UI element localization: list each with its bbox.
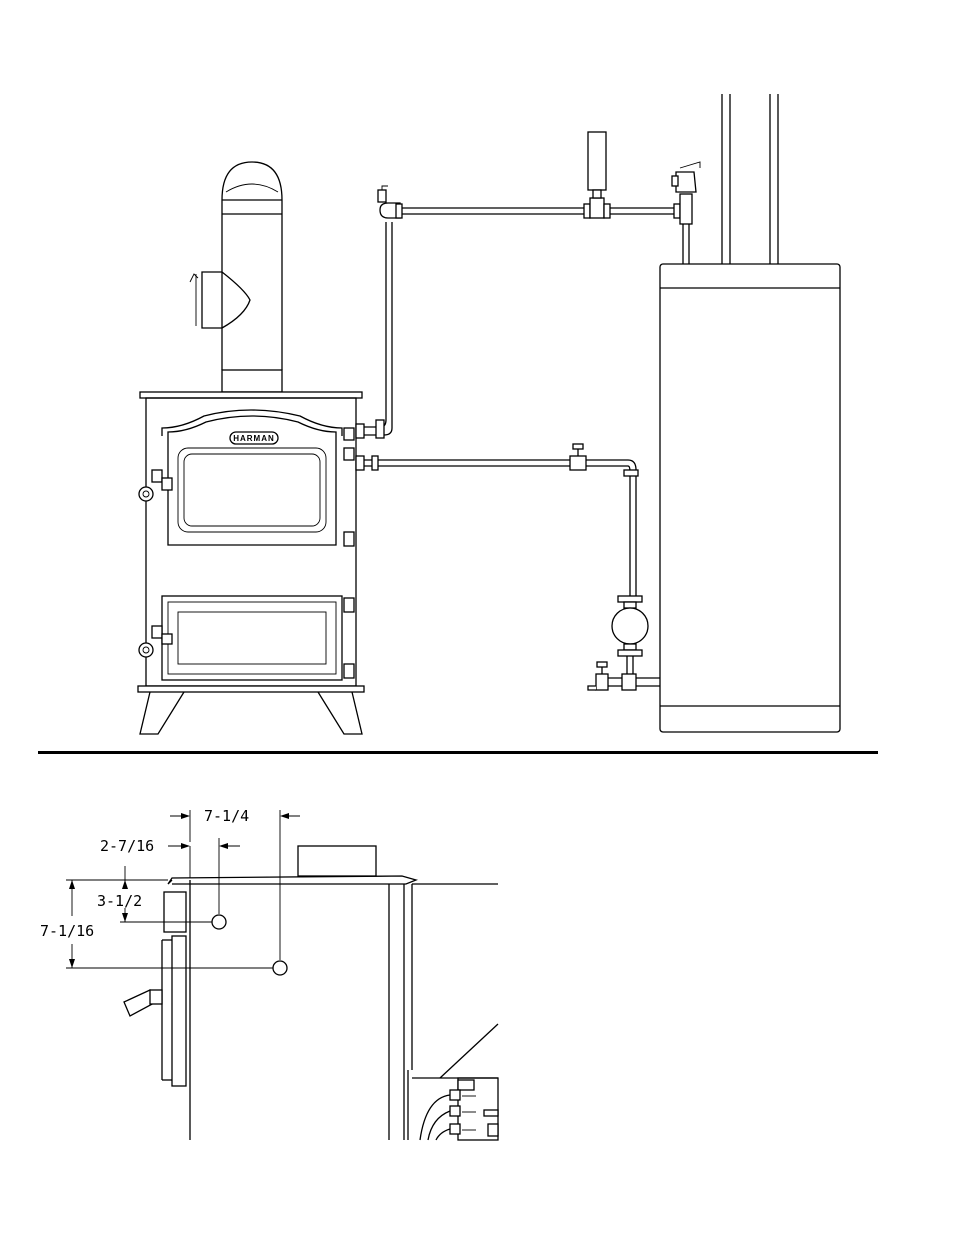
stove-top-plate <box>140 392 362 398</box>
control-panel <box>408 1024 498 1140</box>
dimension-label-7-1-4: 7-1/4 <box>204 807 249 825</box>
dimension-label-2-7-16: 2-7/16 <box>100 837 154 855</box>
upper-door-handle <box>139 470 172 501</box>
stove-assembly: HARMAN <box>138 162 364 734</box>
piping <box>364 132 700 690</box>
side-view-detail: 7-1/4 2-7/16 3-1/2 7-1/16 <box>40 807 498 1140</box>
lower-door <box>162 596 342 680</box>
stove-leg-left <box>140 692 184 734</box>
circulator-pump <box>612 596 648 656</box>
dimension-label-3-1-2: 3-1/2 <box>97 892 142 910</box>
door-handle-side <box>124 990 162 1016</box>
dimension-label-7-1-16: 7-1/16 <box>40 922 94 940</box>
stove-leg-right <box>318 692 362 734</box>
upper-door-glass <box>178 448 326 532</box>
port-upper <box>212 915 226 929</box>
section-divider <box>38 751 878 754</box>
chimney-pipe <box>190 162 282 392</box>
lower-door-handle <box>139 626 172 657</box>
lower-door-glass <box>178 612 326 664</box>
brand-label: HARMAN <box>233 434 275 443</box>
port-lower <box>273 961 287 975</box>
